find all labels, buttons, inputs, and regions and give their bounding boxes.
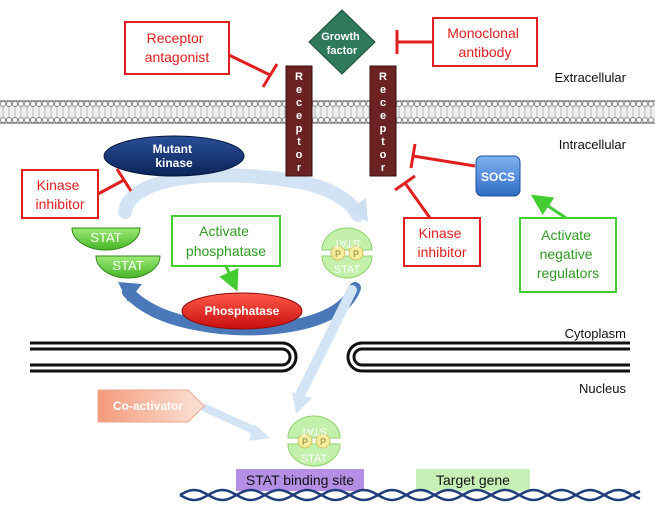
stat-dimer-nuclear-upper-label: STAT: [300, 425, 327, 437]
activate-phosphatase-line1: Activate: [199, 223, 249, 239]
activate-negative-regulators-line1: Activate: [541, 227, 591, 243]
svg-text:Growth factor: Growth factor: [321, 31, 363, 57]
receptor-antagonist-box: Receptor antagonist: [124, 21, 230, 75]
lipid-bilayer-icon: [0, 100, 655, 124]
activation-arrow-icon: [531, 194, 567, 220]
activation-path-arrow: [118, 168, 365, 222]
inhibition-t-bar-icon: [97, 168, 133, 196]
growth-factor-label-line2: factor: [327, 45, 358, 57]
stat-monomer-bottom-label: STAT: [112, 258, 143, 273]
svg-text:Kinase inhibitor: Kinase inhibitor: [35, 177, 84, 212]
stat-monomer-top-label: STAT: [90, 230, 121, 245]
phospho-p-label: P: [320, 437, 326, 447]
region-label-intracellular: Intracellular: [559, 137, 627, 152]
phospho-p-label: P: [302, 437, 308, 447]
stat-dimer-nuclear-lower-label: STAT: [301, 453, 328, 465]
activate-negative-regulators-line3: regulators: [537, 265, 599, 281]
socs: SOCS: [475, 155, 521, 197]
dna-helix-icon: [179, 488, 641, 502]
inhibition-t-bar-icon: [395, 30, 433, 54]
phosphatase-label: Phosphatase: [205, 304, 280, 318]
monoclonal-antibody-box: Monoclonal antibody: [432, 17, 538, 67]
activate-phosphatase-box: Activate phosphatase: [171, 215, 281, 267]
mutant-kinase-label-line2: kinase: [155, 156, 193, 170]
kinase-inhibitor-left-box: Kinase inhibitor: [21, 169, 99, 219]
region-label-nucleus: Nucleus: [579, 381, 626, 396]
stat-binding-site-label: STAT binding site: [246, 472, 354, 488]
kinase-inhibitor-right-box: Kinase inhibitor: [403, 217, 481, 267]
svg-text:Mutant kinase: Mutant kinase: [153, 142, 196, 170]
svg-text:Activate negative: Activate negative regulators: [537, 227, 599, 281]
stat-binding-site: STAT binding site: [236, 469, 364, 491]
kinase-inhibitor-right-line1: Kinase: [419, 225, 462, 241]
activate-negative-regulators-box: Activate negative regulators: [519, 217, 617, 293]
receptor-antagonist-line1: Receptor: [147, 30, 204, 46]
region-label-extracellular: Extracellular: [554, 70, 626, 85]
receptor-antagonist-line2: antagonist: [145, 49, 210, 65]
activation-arrow-icon: [219, 265, 239, 292]
monoclonal-antibody-line2: antibody: [459, 44, 512, 60]
region-label-cytoplasm: Cytoplasm: [565, 326, 626, 341]
phospho-p-label: P: [335, 249, 341, 259]
svg-text:Kinase inhibitor: Kinase inhibitor: [417, 225, 466, 260]
stat-dimer-nuclear: STAT STAT P P: [287, 415, 341, 467]
svg-text:Monoclonal antibody: Monoclonal antibody: [447, 25, 523, 60]
nuclear-translocation-arrow: [295, 285, 357, 400]
monoclonal-antibody-line1: Monoclonal: [447, 25, 519, 41]
socs-label: SOCS: [481, 170, 515, 184]
stat-monomer-top: STAT: [71, 227, 141, 251]
growth-factor: Growth factor: [308, 9, 376, 75]
phosphatase: Phosphatase: [181, 292, 303, 330]
stat-dimer-upper-label: STAT: [333, 237, 360, 249]
co-activator: Co-activator: [97, 389, 205, 423]
mutant-kinase: Mutant kinase: [103, 135, 245, 177]
activate-negative-regulators-line2: negative: [540, 246, 593, 262]
stat-monomer-bottom: STAT: [95, 255, 161, 279]
nuclear-envelope-icon: [30, 341, 630, 373]
growth-factor-label-line1: Growth: [321, 31, 360, 43]
coactivator-recruitment-arrow: [201, 404, 262, 436]
inhibition-t-bar-icon: [409, 143, 476, 169]
stat-dimer-lower-label: STAT: [334, 264, 361, 276]
svg-text:Receptor antagonist: Receptor antagonist: [145, 30, 210, 65]
mutant-kinase-label-line1: Mutant: [153, 142, 192, 156]
kinase-inhibitor-right-line2: inhibitor: [417, 244, 466, 260]
kinase-inhibitor-left-line2: inhibitor: [35, 196, 84, 212]
target-gene-label: Target gene: [436, 472, 510, 488]
target-gene: Target gene: [416, 469, 530, 491]
phospho-p-label: P: [353, 249, 359, 259]
svg-text:Activate phosphatase: Activate phosphatase: [186, 223, 266, 259]
inhibition-t-bar-icon: [394, 174, 432, 219]
activate-phosphatase-line2: phosphatase: [186, 243, 266, 259]
inhibition-t-bar-icon: [228, 53, 279, 88]
kinase-inhibitor-left-line1: Kinase: [37, 177, 80, 193]
stat-dimer-phosphorylated: STAT STAT P P: [321, 227, 373, 279]
co-activator-label: Co-activator: [113, 399, 183, 413]
